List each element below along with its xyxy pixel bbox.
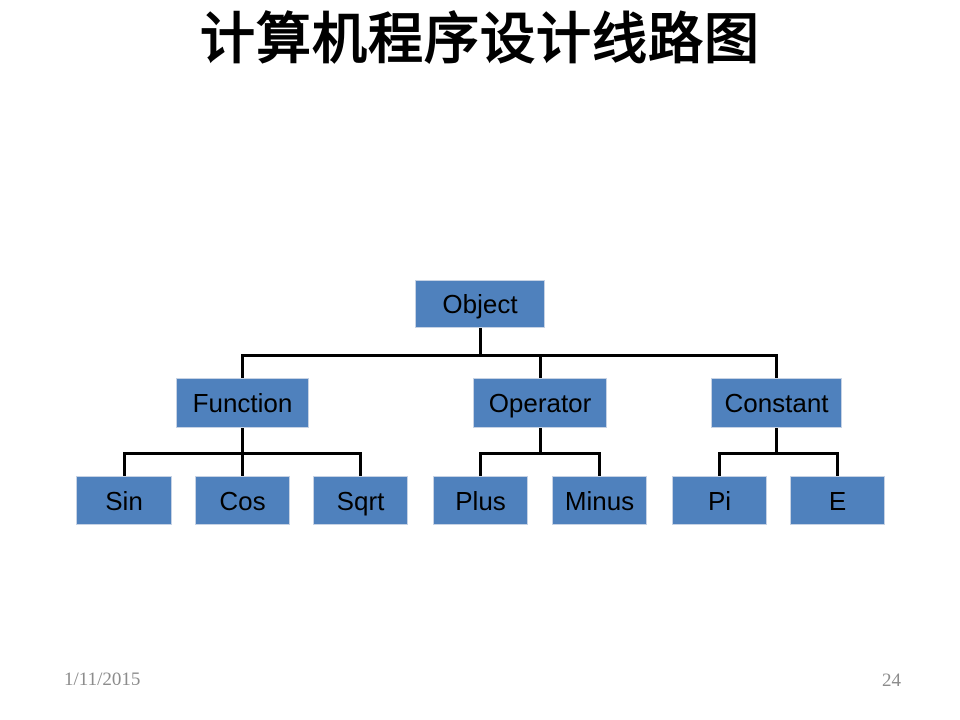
page-number: 24 [882,670,901,691]
connector-line [598,453,601,476]
connector-line [836,453,839,476]
tree-node-minus: Minus [552,476,647,525]
connector-line [241,453,244,476]
tree-node-plus: Plus [433,476,528,525]
connector-line [538,355,542,378]
connector-line [479,453,482,476]
tree-node-object: Object [415,280,545,328]
tree-node-sqrt: Sqrt [313,476,408,525]
connector-line [479,451,601,455]
tree-node-pi: Pi [672,476,767,525]
connector-line [775,355,778,378]
tree-node-e: E [790,476,885,525]
connector-line [122,453,126,476]
connector-line [538,428,542,453]
connector-line [718,451,839,455]
connector-line [241,428,244,453]
tree-node-function: Function [176,378,309,428]
tree-node-operator: Operator [473,378,607,428]
connector-line [359,453,362,476]
tree-node-constant: Constant [711,378,842,428]
connector-line [241,355,244,378]
footer-date: 1/11/2015 [64,669,141,690]
slide-title: 计算机程序设计线路图 [199,6,760,71]
connector-line [241,353,778,357]
connector-line [775,428,778,453]
tree-node-cos: Cos [195,476,290,525]
connector-line [718,453,721,476]
connector-line [478,328,482,355]
tree-node-sin: Sin [76,476,172,525]
